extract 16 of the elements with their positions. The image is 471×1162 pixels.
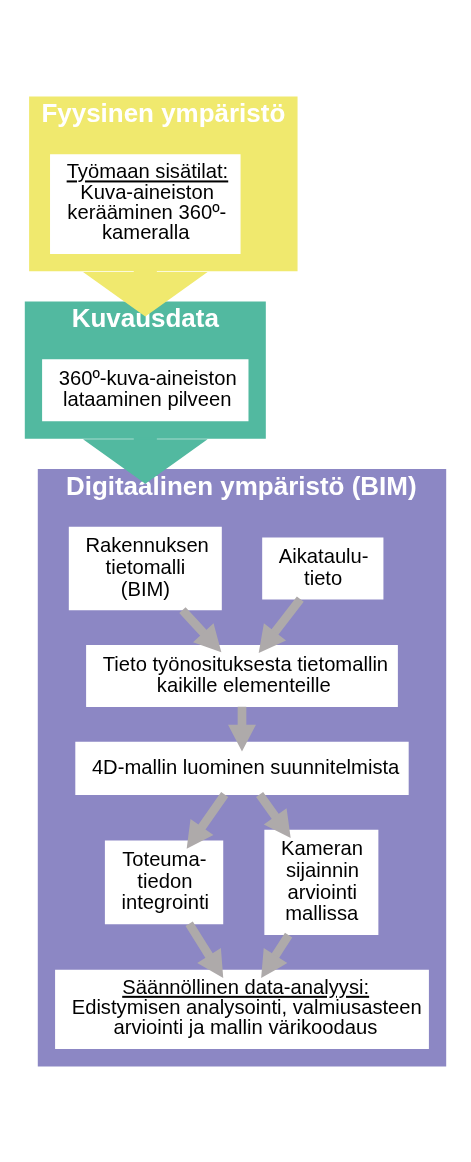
- arrow: [256, 791, 291, 838]
- node-box: 4D-mallin luominen suunnitelmista: [75, 741, 409, 795]
- arrow: [186, 791, 229, 849]
- node-box: Säännöllinen data-analyysi: Edistymisen analysointi, valmiusasteen arviointi ja mallin värikoodaus: [55, 969, 429, 1049]
- node-box: 360º-kuva-aineiston lataaminen pilveen: [42, 358, 249, 421]
- node-box: Aikataulu- tieto: [262, 537, 384, 600]
- arrow: [185, 921, 224, 978]
- arrow: [261, 932, 293, 978]
- node-box: Työmaan sisätilat: Kuva-aineiston kerääminen 360º- kameralla: [50, 153, 241, 254]
- node-box: Kameran sijainnin arviointi mallissa: [264, 829, 379, 935]
- arrow: [258, 595, 304, 653]
- node-box: Tieto työnosituksesta tietomallin kaikille elementeille: [86, 644, 398, 707]
- arrow: [179, 606, 222, 652]
- node-box: Rakennuksen tietomalli (BIM): [68, 526, 222, 610]
- node-box: Toteuma- tiedon integrointi: [104, 840, 224, 924]
- arrow: [228, 706, 256, 751]
